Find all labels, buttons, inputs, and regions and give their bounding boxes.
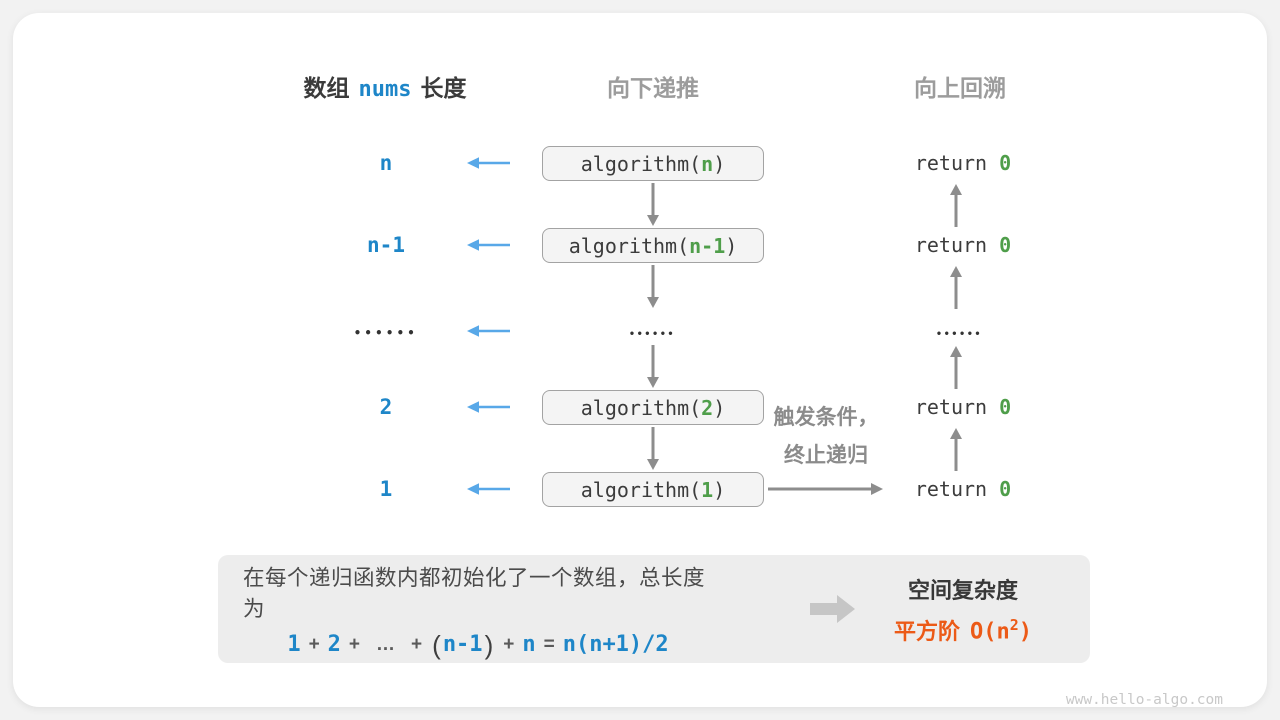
left-arrow-icon <box>465 156 511 170</box>
return-statement: return 0 <box>889 395 1037 419</box>
call-arg: n <box>701 151 714 176</box>
header-array-pre: 数组 <box>303 75 350 101</box>
summary-formula: 1 + 2 + … + ( n-1 ) + n = n(n+1)/2 <box>287 632 668 658</box>
down-arrow-icon <box>646 183 660 227</box>
diagram-card: 数组 nums 长度 向下递推 向上回溯 n algorithm(n) retu… <box>13 13 1267 708</box>
formula-term: 2 <box>327 632 341 657</box>
formula-paren: ) <box>484 629 494 660</box>
call-close: ) <box>725 233 738 258</box>
left-arrow-icon <box>465 400 511 414</box>
return-value: 0 <box>999 395 1012 419</box>
header-array-length: 数组 nums 长度 <box>275 69 495 103</box>
return-value: 0 <box>999 151 1012 175</box>
return-arrow-icon <box>768 482 884 496</box>
formula-operator: + <box>348 633 361 655</box>
header-recurse-down: 向下递推 <box>607 75 699 101</box>
complexity-title: 空间复杂度 <box>907 577 1018 603</box>
formula-paren: ( <box>432 629 441 660</box>
trigger-note-line1: 触发条件， <box>773 406 879 429</box>
formula-operator: + <box>308 633 320 655</box>
call-box: algorithm(2) <box>542 390 764 425</box>
summary-sentence: 在每个递归函数内都初始化了一个数组，总长度为 <box>243 565 706 621</box>
formula-operator: + <box>411 633 423 655</box>
formula-term: 1 <box>287 632 301 657</box>
length-label: 1 <box>379 477 393 501</box>
return-statement: return 0 <box>889 477 1037 501</box>
left-arrow-icon <box>465 482 511 496</box>
return-keyword: return <box>914 151 1000 175</box>
call-close: ) <box>713 395 726 420</box>
complexity-value: 平方阶 O(n2) <box>894 614 1032 646</box>
header-array-post: 长度 <box>420 75 467 101</box>
summary-text-block: 在每个递归函数内都初始化了一个数组，总长度为 1 + 2 + … + ( n-1… <box>243 555 713 663</box>
trigger-note-line2: 终止递归 <box>784 444 868 467</box>
up-arrow-icon <box>949 183 963 227</box>
formula-term: n-1 <box>442 632 483 657</box>
header-backtrack-up: 向上回溯 <box>914 75 1006 101</box>
return-keyword: return <box>914 395 1000 419</box>
down-arrow-icon <box>646 265 660 309</box>
return-keyword: return <box>914 477 1000 501</box>
length-label: 2 <box>379 395 393 419</box>
call-text: algorithm( <box>580 477 702 502</box>
return-value: 0 <box>999 477 1012 501</box>
left-arrow-icon <box>465 238 511 252</box>
call-box: algorithm(n-1) <box>542 228 764 263</box>
up-arrow-icon <box>949 427 963 471</box>
summary-panel: 在每个递归函数内都初始化了一个数组，总长度为 1 + 2 + … + ( n-1… <box>218 555 1090 663</box>
length-label: n-1 <box>367 233 405 257</box>
call-arg: n-1 <box>689 233 726 258</box>
big-o-notation: O(n2) <box>970 616 1033 645</box>
return-statement: return 0 <box>889 151 1037 175</box>
ellipsis: •••••• <box>353 326 419 340</box>
left-arrow-icon <box>465 324 511 338</box>
call-close: ) <box>713 477 726 502</box>
return-value: 0 <box>999 233 1012 257</box>
formula-ellipsis: … <box>376 633 396 655</box>
call-close: ) <box>713 151 726 176</box>
down-arrow-icon <box>646 427 660 471</box>
call-box: algorithm(1) <box>542 472 764 507</box>
formula-operator: + <box>503 633 515 655</box>
call-arg: 2 <box>701 395 714 420</box>
formula-result: n(n+1)/2 <box>562 632 669 657</box>
ellipsis: •••••• <box>936 326 984 340</box>
watermark: www.hello-algo.com <box>1065 692 1223 708</box>
complexity-block: 空间复杂度 平方阶 O(n2) <box>858 555 1068 663</box>
call-arg: 1 <box>701 477 714 502</box>
call-text: algorithm( <box>568 233 690 258</box>
down-arrow-icon <box>646 345 660 389</box>
complexity-order-label: 平方阶 <box>893 618 960 644</box>
block-arrow-icon <box>810 594 856 624</box>
return-keyword: return <box>914 233 1000 257</box>
header-array-code: nums <box>358 77 412 102</box>
up-arrow-icon <box>949 265 963 309</box>
call-text: algorithm( <box>580 151 702 176</box>
call-text: algorithm( <box>580 395 702 420</box>
ellipsis: •••••• <box>629 326 677 340</box>
return-statement: return 0 <box>889 233 1037 257</box>
up-arrow-icon <box>949 345 963 389</box>
formula-term: n <box>522 632 536 657</box>
length-label: n <box>379 151 393 175</box>
call-box: algorithm(n) <box>542 146 764 181</box>
formula-equals: = <box>543 633 555 655</box>
